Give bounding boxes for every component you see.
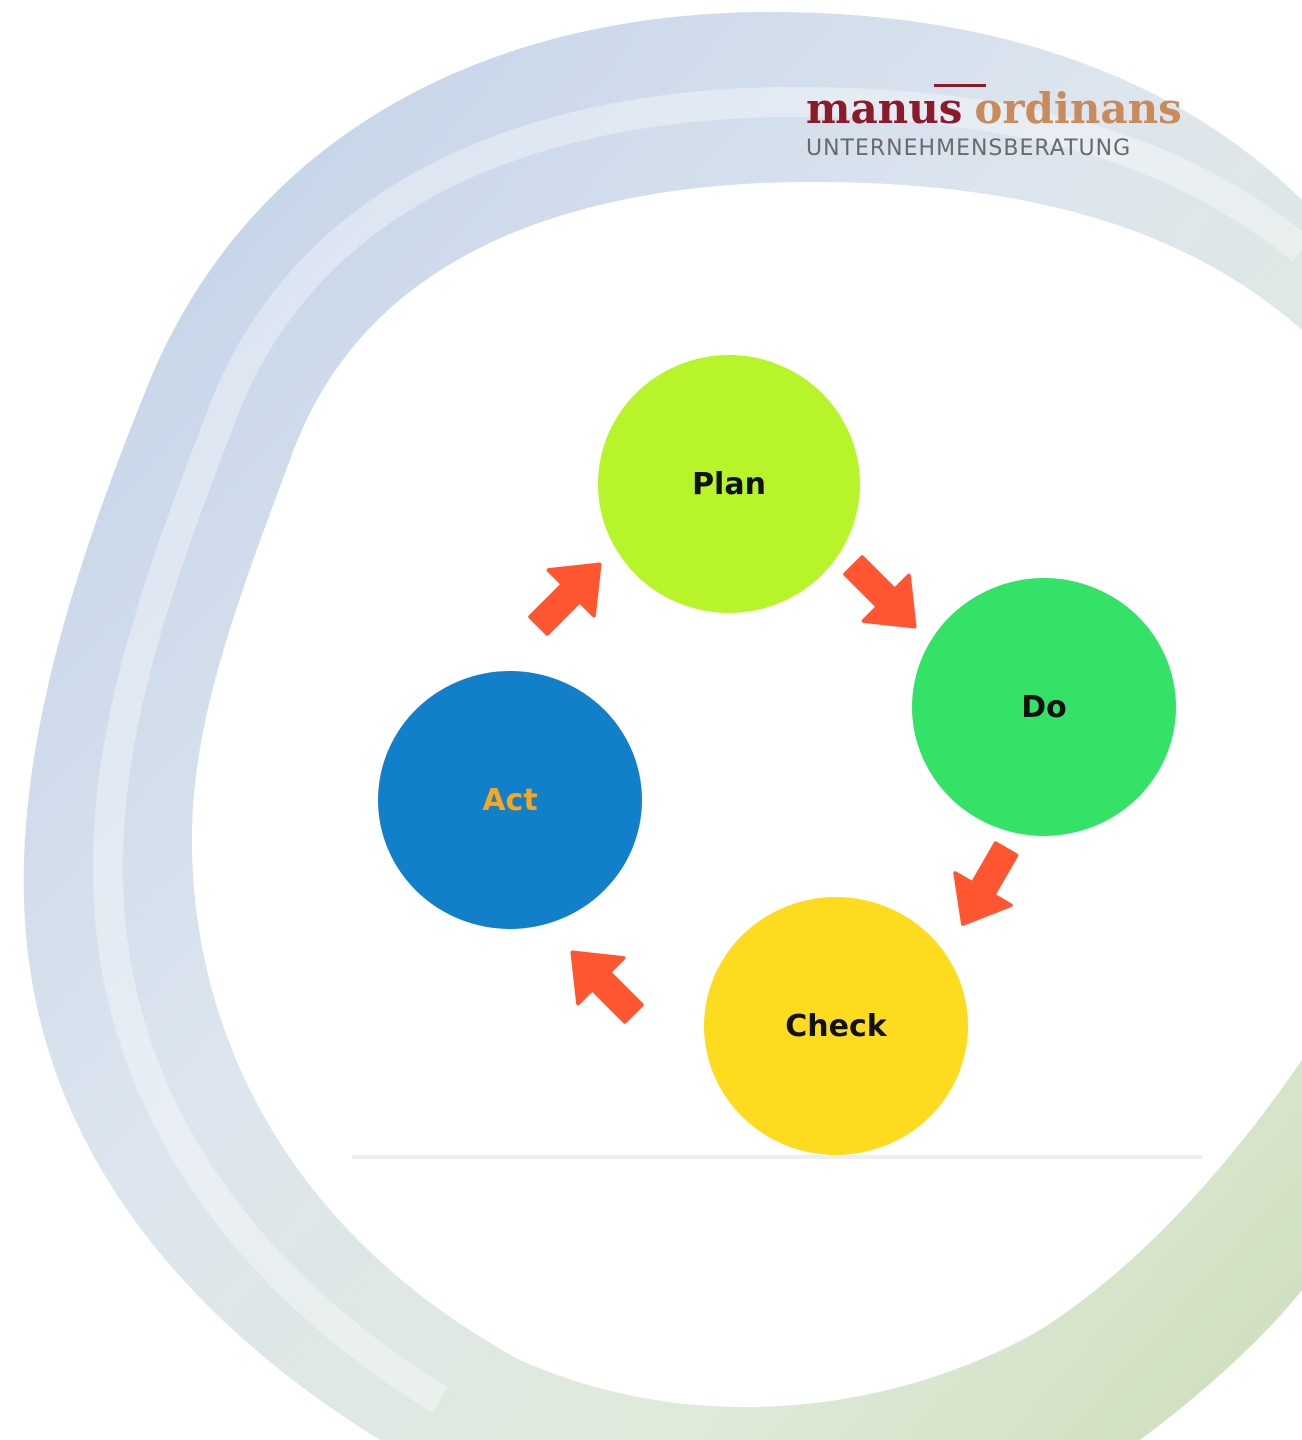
node-check-label: Check xyxy=(785,1009,888,1044)
node-do-label: Do xyxy=(1021,690,1067,725)
arrow-plan-to-do xyxy=(843,555,917,629)
node-plan-circle xyxy=(598,355,860,613)
arrow-act-to-plan-shape xyxy=(528,562,602,636)
logo-macron-bar xyxy=(934,84,986,87)
logo-word-ordinans: ordinans xyxy=(974,84,1182,133)
node-act-label: Act xyxy=(482,783,537,818)
logo-word-manus: manus xyxy=(806,84,963,133)
node-plan: Plan xyxy=(598,355,860,613)
node-check-circle xyxy=(704,897,968,1155)
node-act-circle xyxy=(378,671,642,929)
node-plan-label: Plan xyxy=(692,467,766,502)
logo-subtitle: UNTERNEHMENSBERATUNG xyxy=(806,136,1132,161)
node-do: Do xyxy=(912,578,1176,836)
node-check: Check xyxy=(704,897,968,1155)
arrow-check-to-act xyxy=(570,950,644,1024)
node-do-circle xyxy=(912,578,1176,836)
arrow-do-to-check xyxy=(953,841,1019,926)
arrow-check-to-act-shape xyxy=(570,950,644,1024)
node-act: Act xyxy=(378,671,642,929)
arrow-plan-to-do-shape xyxy=(843,555,917,629)
arrow-act-to-plan xyxy=(528,562,602,636)
arrow-do-to-check-shape xyxy=(953,841,1019,926)
